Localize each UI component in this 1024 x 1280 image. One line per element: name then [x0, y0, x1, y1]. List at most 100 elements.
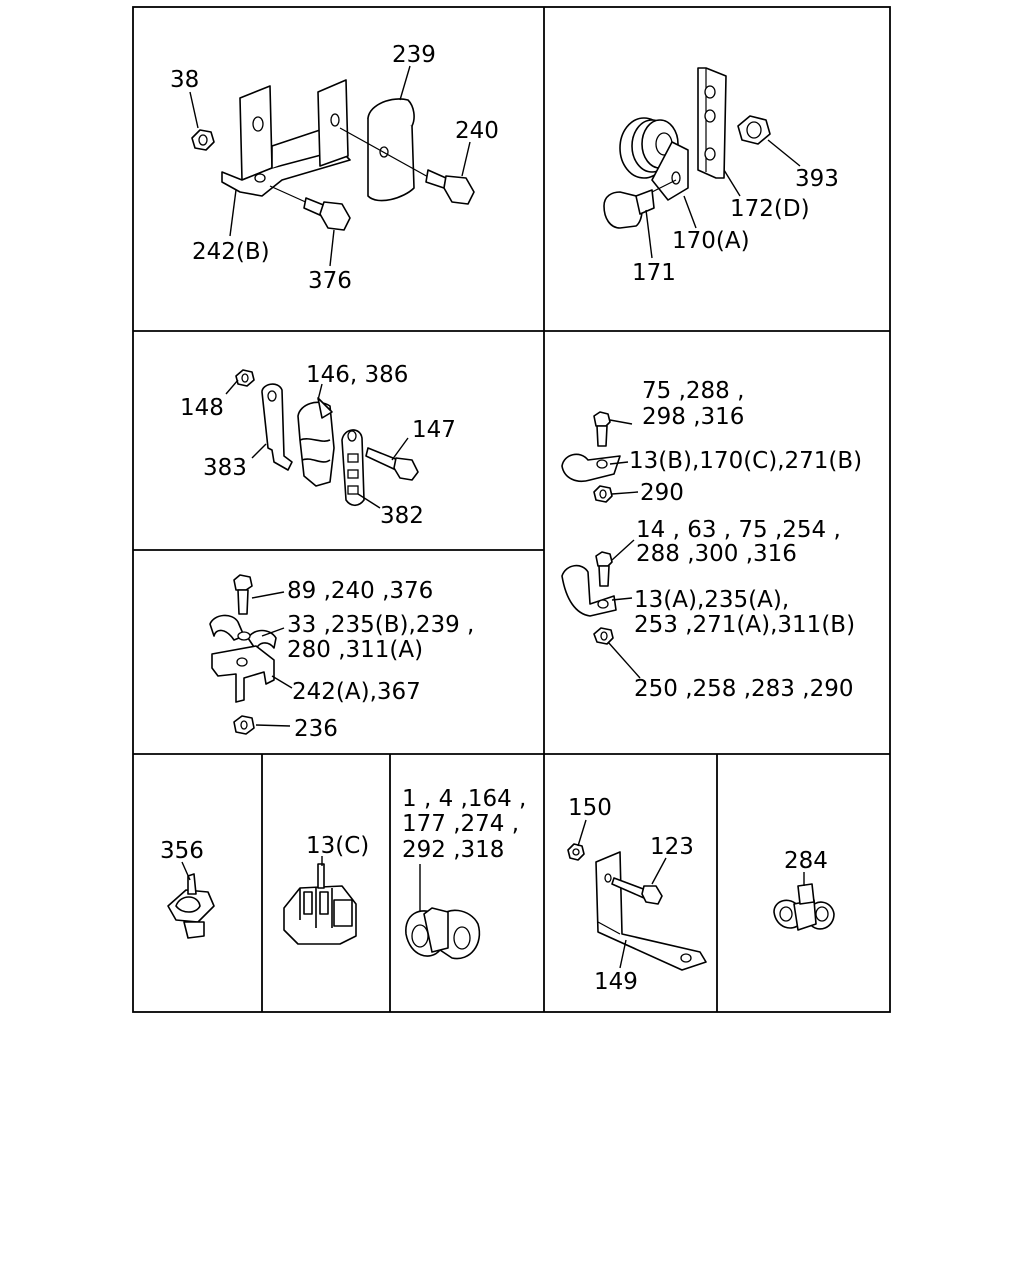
- panel-clip-356: 356: [160, 838, 215, 939]
- label-123: 123: [650, 834, 694, 860]
- leader-149: [619, 939, 627, 969]
- bolt-240-part: [339, 127, 475, 205]
- label-13c: 13(C): [306, 833, 369, 859]
- leader-89: [251, 591, 285, 599]
- label-242b: 242(B): [192, 239, 270, 265]
- leader-356: [181, 861, 191, 881]
- bolt-376-part: [269, 185, 351, 231]
- leader-147: [391, 437, 409, 461]
- leader-290: [611, 491, 639, 495]
- nut-38-part: [191, 129, 215, 151]
- panel-clip-284: 284: [773, 848, 835, 931]
- label-284: 284: [784, 848, 828, 874]
- panel-bracket-assembly: 38 239 240 242(B) 376: [170, 42, 499, 294]
- leader-376: [329, 229, 335, 267]
- bolt-147-part: [365, 447, 419, 481]
- panel-grommet-plate: 393 172(D) 170(A) 171: [603, 67, 839, 286]
- label-172d: 172(D): [730, 196, 810, 222]
- leader-148: [225, 379, 239, 395]
- bolt-lower-part: [595, 551, 613, 587]
- clip-356-part: [167, 873, 215, 939]
- label-383: 383: [203, 455, 247, 481]
- leader-382: [357, 493, 381, 509]
- label-376: 376: [308, 268, 352, 294]
- double-clamp-part: [405, 907, 481, 960]
- label-240: 240: [455, 118, 499, 144]
- leader-240: [461, 141, 471, 177]
- nut-upper-part: [593, 485, 613, 503]
- nut-393-part: [737, 115, 771, 145]
- nut-148-part: [235, 369, 255, 387]
- leader-383: [251, 443, 267, 459]
- leader-236: [255, 724, 291, 727]
- label-290: 290: [640, 480, 684, 506]
- label-14-line1: 14 , 63 , 75 ,254 ,: [636, 517, 841, 543]
- label-1-line3: 292 ,318: [402, 837, 504, 863]
- bolt-89-part: [233, 574, 253, 615]
- panel-clip-13c: 13(C): [283, 833, 369, 945]
- label-89: 89 ,240 ,376: [287, 578, 433, 604]
- bracket-149-part: [595, 851, 707, 971]
- leader-393: [767, 139, 801, 167]
- label-1-line2: 177 ,274 ,: [402, 811, 519, 837]
- clip-284-part: [773, 883, 835, 931]
- leader-38: [189, 91, 199, 129]
- leader-239: [399, 65, 411, 101]
- panel-bracket-149: 150 123 149: [567, 795, 707, 995]
- clamp-239-part: [367, 98, 415, 202]
- label-13b: 13(B),170(C),271(B): [629, 448, 862, 474]
- outer-border: [132, 6, 891, 1013]
- clamp-upper-part: [561, 453, 621, 482]
- label-149: 149: [594, 969, 638, 995]
- label-13a-line2: 253 ,271(A),311(B): [634, 612, 855, 638]
- label-236: 236: [294, 716, 338, 742]
- panel-double-clamp: 1 , 4 ,164 , 177 ,274 , 292 ,318: [402, 786, 526, 960]
- label-382: 382: [380, 503, 424, 529]
- leader-250: [607, 641, 641, 679]
- leader-172d: [723, 169, 741, 197]
- leader-170a: [683, 195, 697, 229]
- panel-saddle-clamp: 89 ,240 ,376 33 ,235(B),239 , 280 ,311(A…: [209, 574, 474, 742]
- leader-14: [611, 539, 635, 561]
- label-170a: 170(A): [672, 228, 750, 254]
- bolt-123-part: [611, 877, 663, 905]
- bracket-242a-part: [211, 645, 275, 703]
- bolt-171-part: [603, 179, 677, 229]
- clamp-lower-part: [561, 564, 617, 617]
- panel-clamp-set: 148 146, 386 147 383 382: [180, 362, 456, 529]
- panel-right-clamps: 75 ,288 , 298 ,316 13(B),170(C),271(B) 2…: [561, 378, 862, 702]
- label-148: 148: [180, 395, 224, 421]
- label-147: 147: [412, 417, 456, 443]
- label-33-line1: 33 ,235(B),239 ,: [287, 612, 474, 638]
- label-38: 38: [170, 67, 199, 93]
- leader-123: [651, 857, 667, 885]
- label-146-386: 146, 386: [306, 362, 408, 388]
- saddle-33-part: [209, 614, 277, 651]
- plate-383-part: [261, 383, 293, 471]
- nut-150-part: [567, 843, 585, 861]
- label-356: 356: [160, 838, 204, 864]
- leader-13b: [609, 461, 629, 465]
- bracket-242b-part: [221, 79, 351, 197]
- label-239: 239: [392, 42, 436, 68]
- cushion-146-part: [297, 397, 335, 487]
- label-13a-line1: 13(A),235(A),: [634, 587, 789, 613]
- clip-13c-part: [283, 863, 357, 945]
- label-150: 150: [568, 795, 612, 821]
- label-75-line2: 298 ,316: [642, 404, 744, 430]
- label-250: 250 ,258 ,283 ,290: [634, 676, 853, 702]
- label-242a: 242(A),367: [292, 679, 421, 705]
- leader-146: [317, 383, 323, 401]
- leader-242b: [229, 189, 237, 237]
- bracket-170a-part: [651, 141, 689, 201]
- plate-172d-part: [697, 67, 727, 179]
- bolt-upper-part: [593, 411, 611, 447]
- leader-75: [609, 419, 633, 425]
- label-171: 171: [632, 260, 676, 286]
- leader-33: [261, 627, 285, 637]
- label-14-line2: 288 ,300 ,316: [636, 541, 797, 567]
- leader-171: [645, 209, 653, 259]
- label-393: 393: [795, 166, 839, 192]
- leader-150: [577, 819, 587, 847]
